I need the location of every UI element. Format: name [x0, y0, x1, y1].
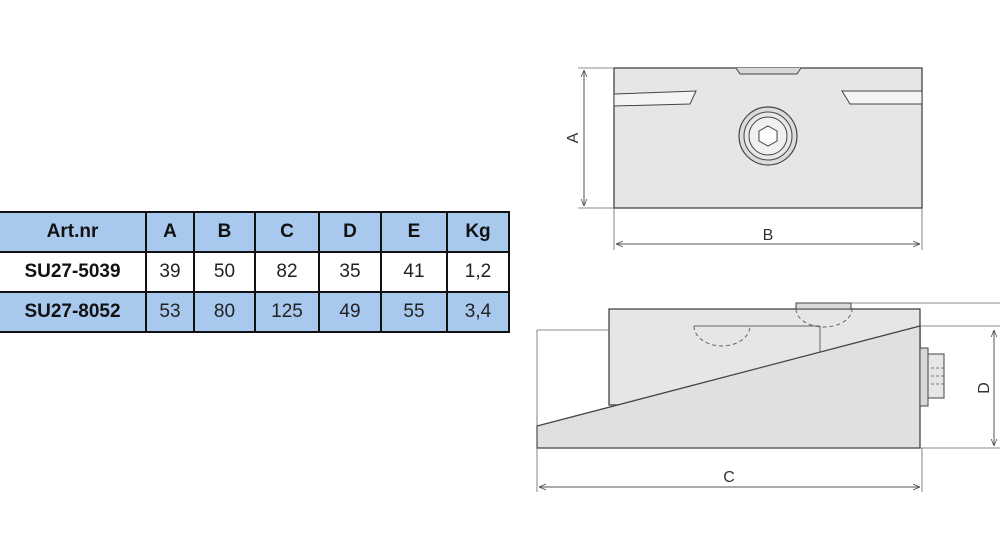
cell-b: 50	[193, 251, 256, 293]
label-d: D	[976, 382, 993, 394]
label-b: B	[763, 227, 774, 244]
cell-kg: 3,4	[446, 291, 510, 333]
cell-d: 49	[318, 291, 382, 333]
label-a: A	[565, 132, 582, 143]
header-c: C	[254, 211, 320, 253]
hidden-notch-upper	[795, 308, 853, 328]
cell-art-nr: SU27-5039	[0, 251, 147, 293]
cell-b: 80	[193, 291, 256, 333]
cell-art-nr: SU27-8052	[0, 291, 147, 333]
right-slot	[841, 90, 923, 105]
header-e: E	[380, 211, 448, 253]
table-row: SU27-5039 39 50 82 35 41 1,2	[0, 251, 510, 293]
top-protrusion	[795, 302, 852, 310]
cell-a: 39	[145, 251, 195, 293]
cell-kg: 1,2	[446, 251, 510, 293]
cell-e: 41	[380, 251, 448, 293]
cell-a: 53	[145, 291, 195, 333]
dimension-a: A	[565, 67, 614, 209]
table-row: SU27-8052 53 80 125 49 55 3,4	[0, 291, 510, 333]
dimension-b: B	[613, 208, 923, 250]
dimension-d: D	[851, 302, 1000, 449]
left-slot	[613, 90, 697, 107]
dimension-c: C	[536, 329, 923, 492]
table-header-row: Art.nr A B C D E Kg	[0, 211, 510, 253]
header-b: B	[193, 211, 256, 253]
end-screw-icon	[919, 347, 945, 407]
hidden-notch-lower	[693, 325, 751, 347]
top-view	[613, 67, 923, 209]
side-view	[536, 302, 945, 449]
cell-c: 125	[254, 291, 320, 333]
header-kg: Kg	[446, 211, 510, 253]
header-art-nr: Art.nr	[0, 211, 147, 253]
cell-e: 55	[380, 291, 448, 333]
header-d: D	[318, 211, 382, 253]
spec-table: Art.nr A B C D E Kg SU27-5039 39 50 82 3…	[0, 211, 510, 333]
hex-screw-icon	[738, 106, 798, 166]
cell-c: 82	[254, 251, 320, 293]
label-c: C	[723, 469, 735, 486]
top-notch	[735, 67, 802, 75]
cell-d: 35	[318, 251, 382, 293]
header-a: A	[145, 211, 195, 253]
